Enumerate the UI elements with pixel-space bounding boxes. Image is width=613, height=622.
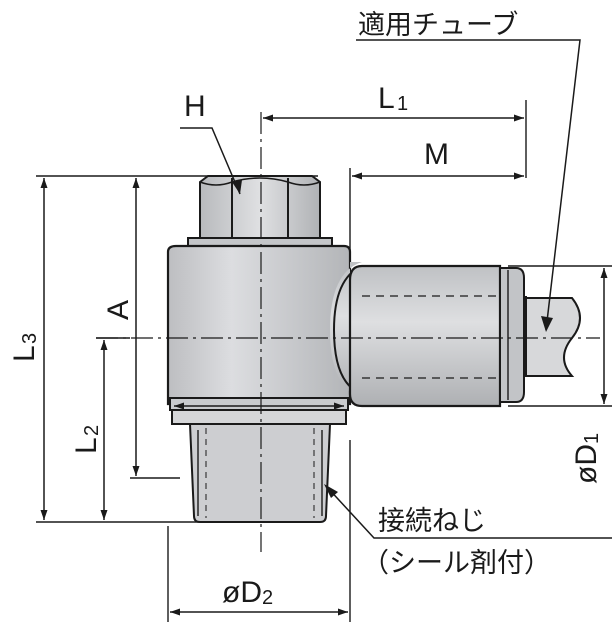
centerlines <box>96 112 600 552</box>
label-L3-sub: 3 <box>19 333 41 344</box>
tube <box>525 297 581 377</box>
label-H: H <box>184 90 206 123</box>
hex-nut <box>199 175 321 239</box>
label-D1: øD <box>570 444 603 484</box>
label-M: M <box>424 138 449 171</box>
label-A: A <box>102 300 135 320</box>
label-D2: øD <box>222 576 262 609</box>
leader-lines <box>180 39 612 539</box>
collar <box>187 237 333 247</box>
label-L2: L <box>70 437 103 454</box>
label-applicable-tube: 適用チューブ <box>358 10 518 41</box>
dimension-labels: H L 1 M A L 3 L 2 øD 1 øD 2 <box>8 82 603 609</box>
leader-arrowheads <box>232 180 553 498</box>
extension-lines <box>36 100 612 622</box>
callout-labels: 適用チューブ 接続ねじ （シール剤付） <box>358 10 551 579</box>
horizontal-branch <box>330 262 527 408</box>
label-L1: L <box>378 82 395 115</box>
label-D1-sub: 1 <box>581 433 603 444</box>
label-connection-thread: 接続ねじ <box>378 506 486 537</box>
label-L1-sub: 1 <box>397 93 408 115</box>
label-L3: L <box>8 345 41 362</box>
dimension-lines <box>40 114 608 616</box>
label-D2-sub: 2 <box>262 587 273 609</box>
main-body <box>166 244 352 425</box>
connection-thread <box>188 423 332 523</box>
label-with-sealant: （シール剤付） <box>362 548 551 579</box>
label-L2-sub: 2 <box>81 425 103 436</box>
